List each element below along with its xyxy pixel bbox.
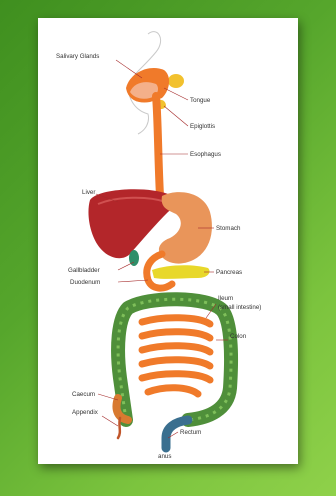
label-stomach: Stomach	[216, 225, 241, 232]
label-salivary-glands: Salivary Glands	[56, 53, 99, 60]
label-caecum: Caecum	[72, 391, 95, 398]
label-esophagus: Esophagus	[190, 151, 221, 158]
esophagus	[156, 96, 160, 196]
label-colon: Colon	[230, 333, 247, 340]
label-anus: anus	[158, 453, 171, 460]
label-ileum: Ileum	[218, 295, 233, 302]
digestive-system-diagram: Salivary Glands Tongue Epiglottis Esopha…	[38, 18, 298, 464]
label-rectum: Rectum	[180, 429, 201, 436]
label-duodenum: Duodenum	[70, 279, 100, 286]
label-gallbladder: Gallbladder	[68, 267, 100, 274]
label-tongue: Tongue	[190, 97, 211, 104]
label-appendix: Appendix	[72, 409, 99, 416]
diagram-card: Salivary Glands Tongue Epiglottis Esopha…	[38, 18, 298, 464]
label-pancreas: Pancreas	[216, 269, 242, 276]
pancreas	[152, 265, 210, 279]
label-liver: Liver	[82, 189, 95, 196]
small-intestine	[142, 318, 210, 394]
appendix	[118, 418, 120, 438]
label-ileum-note: (small intestine)	[218, 304, 261, 311]
label-epiglottis: Epiglottis	[190, 123, 215, 130]
salivary-gland	[168, 74, 184, 88]
